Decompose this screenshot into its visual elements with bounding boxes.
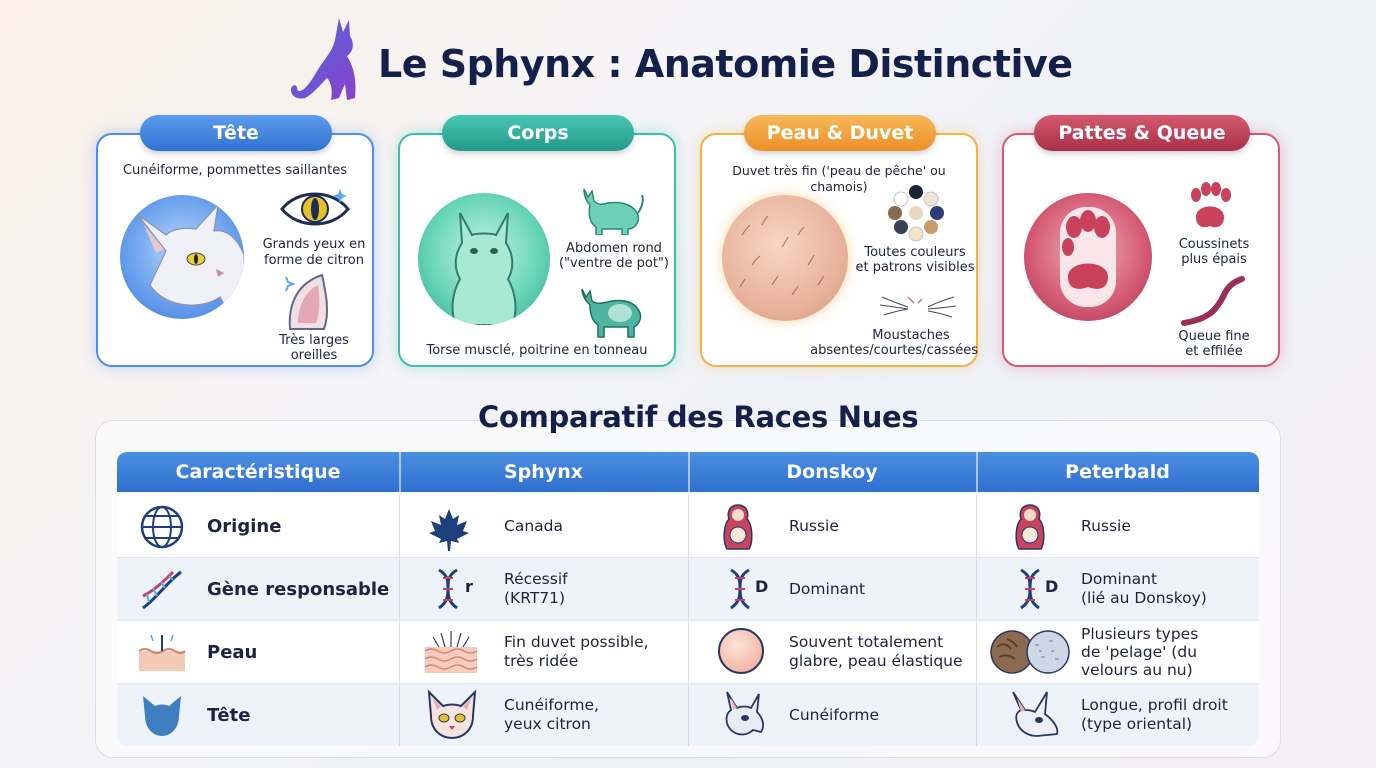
cell-donskoy-origine: Russie [789,517,839,535]
peach-skin-texture [722,195,848,321]
card-tete: Tête Cunéiforme, pommettes saillantes Gr… [96,115,374,367]
card-peau-whiskers-caption-1: Moustaches [872,328,950,343]
card-tete-caption: Cunéiforme, pommettes saillantes [122,163,347,178]
skin-icon [138,634,186,671]
coat-colors-palette-icon [888,185,944,242]
donskoy-head-icon [725,691,764,736]
card-pattes-pads-caption-1: Coussinets [1178,237,1250,252]
cell-peterbald-peau-1: Plusieurs types [1081,625,1199,643]
muscular-cat-icon [581,288,642,338]
cell-peterbald-tete-2: (type oriental) [1081,715,1193,733]
card-peau-title: Peau & Duvet [744,115,936,151]
card-peau: Peau & Duvet Duvet très fin ('peau de pê… [700,115,978,367]
cell-sphynx-tete-1: Cunéiforme, [504,696,599,714]
card-corps-belly-caption-1: Abdomen rond [566,241,662,256]
card-pattes-pads-caption-2: plus épais [1181,252,1247,267]
cell-sphynx-tete-2: yeux citron [504,715,591,733]
card-tete-title: Tête [140,115,332,151]
row-label-peau: Peau [207,642,258,663]
maple-leaf-icon [429,509,469,551]
globe-icon [140,505,184,549]
comparison-header: Caractéristique Sphynx Donskoy Peterbald [117,452,1259,492]
dna-icon [142,570,182,610]
gene-mark-donskoy: D [755,577,769,596]
whiskers-icon [879,296,957,318]
cell-donskoy-tete: Cunéiforme [789,706,879,724]
bare-skin-icon [718,628,764,674]
cell-peterbald-peau-2: de 'pelage' (du [1081,643,1198,661]
row-label-origine: Origine [207,516,282,537]
table-row-peau: Peau Fin duvet possible, très ridée Souv… [117,621,1259,684]
skin-layers-icon [424,631,478,673]
header-donskoy: Donskoy [786,461,878,483]
header-peterbald: Peterbald [1065,461,1170,483]
gene-mark-sphynx: r [465,577,473,596]
card-peau-colors-caption-1: Toutes couleurs [864,245,966,260]
large-ear-icon [285,273,329,330]
table-row-gene: Gène responsable r Récessif (KRT71) D Do… [117,558,1259,621]
card-corps-title: Corps [442,115,634,151]
card-peau-whiskers-caption-2: absentes/courtes/cassées [810,343,978,358]
cell-donskoy-peau-2: glabre, peau élastique [789,652,963,670]
row-label-tete: Tête [207,705,251,726]
peterbald-head-icon [1012,691,1059,737]
paw-pads-illustration [1024,193,1152,321]
matryoshka-icon [723,504,753,550]
cell-sphynx-origine: Canada [504,517,563,535]
dna-dominant-icon [1020,568,1040,610]
page-title: Le Sphynx : Anatomie Distinctive [378,42,1073,86]
cell-donskoy-gene: Dominant [789,580,866,598]
cell-peterbald-peau-3: velours au nu) [1081,661,1193,679]
card-pattes-title: Pattes & Queue [1034,115,1250,151]
cell-peterbald-tete-1: Longue, profil droit [1081,696,1228,714]
table-row-origine: Origine Canada Russie Russie [117,495,1259,558]
card-tete-ears-caption-1: Très larges [279,333,349,348]
card-peau-colors-caption-2: et patrons visibles [855,260,975,275]
card-corps: Corps Abdomen rond ("ventre de pot") Tor… [398,115,676,367]
cell-sphynx-gene-2: (KRT71) [504,589,566,607]
cell-sphynx-gene-1: Récessif [504,570,568,588]
gene-mark-peterbald: D [1045,577,1059,596]
dna-recessive-icon [438,568,458,610]
comparison-title: Comparatif des Races Nues [478,400,919,434]
cell-sphynx-peau-1: Fin duvet possible, [504,633,649,651]
cell-peterbald-gene-1: Dominant [1081,570,1158,588]
round-belly-cat-icon [583,188,644,235]
row-label-gene: Gène responsable [207,579,390,600]
sitting-sphynx-illustration [418,193,550,325]
table-row-tete: Tête Cunéiforme, yeux citron Cunéiforme … [117,684,1259,746]
cell-donskoy-peau-1: Souvent totalement [789,633,944,651]
thin-tail-icon [1181,276,1245,326]
header-caracteristique: Caractéristique [175,461,341,483]
card-tete-eyes-caption-1: Grands yeux en [262,237,366,252]
sphynx-cat-logo-icon [291,18,356,100]
sphynx-face-icon [427,690,477,740]
card-corps-belly-caption-2: ("ventre de pot") [558,256,669,271]
matryoshka-icon [1015,504,1045,550]
cell-peterbald-origine: Russie [1081,517,1131,535]
card-corps-torso-caption: Torse musclé, poitrine en tonneau [426,343,648,358]
header-sphynx: Sphynx [504,461,583,483]
cat-head-icon [143,696,181,736]
card-tete-eyes-caption-2: forme de citron [264,253,364,268]
cell-peterbald-gene-2: (lié au Donskoy) [1081,589,1207,607]
sphynx-head-illustration [120,195,244,319]
card-pattes-tail-caption-2: et effilée [1185,344,1243,359]
lemon-eye-icon [280,189,350,226]
card-peau-caption: Duvet très fin ('peau de pêche' ou chamo… [732,163,946,194]
coat-types-icon [990,630,1070,674]
card-pattes: Pattes & Queue Coussinets plus épais Que… [1002,115,1280,367]
card-tete-ears-caption-2: oreilles [290,348,338,363]
dna-dominant-icon [730,568,750,610]
card-pattes-tail-caption-1: Queue fine [1178,329,1250,344]
paw-print-icon [1191,182,1231,228]
cell-sphynx-peau-2: très ridée [504,652,579,670]
